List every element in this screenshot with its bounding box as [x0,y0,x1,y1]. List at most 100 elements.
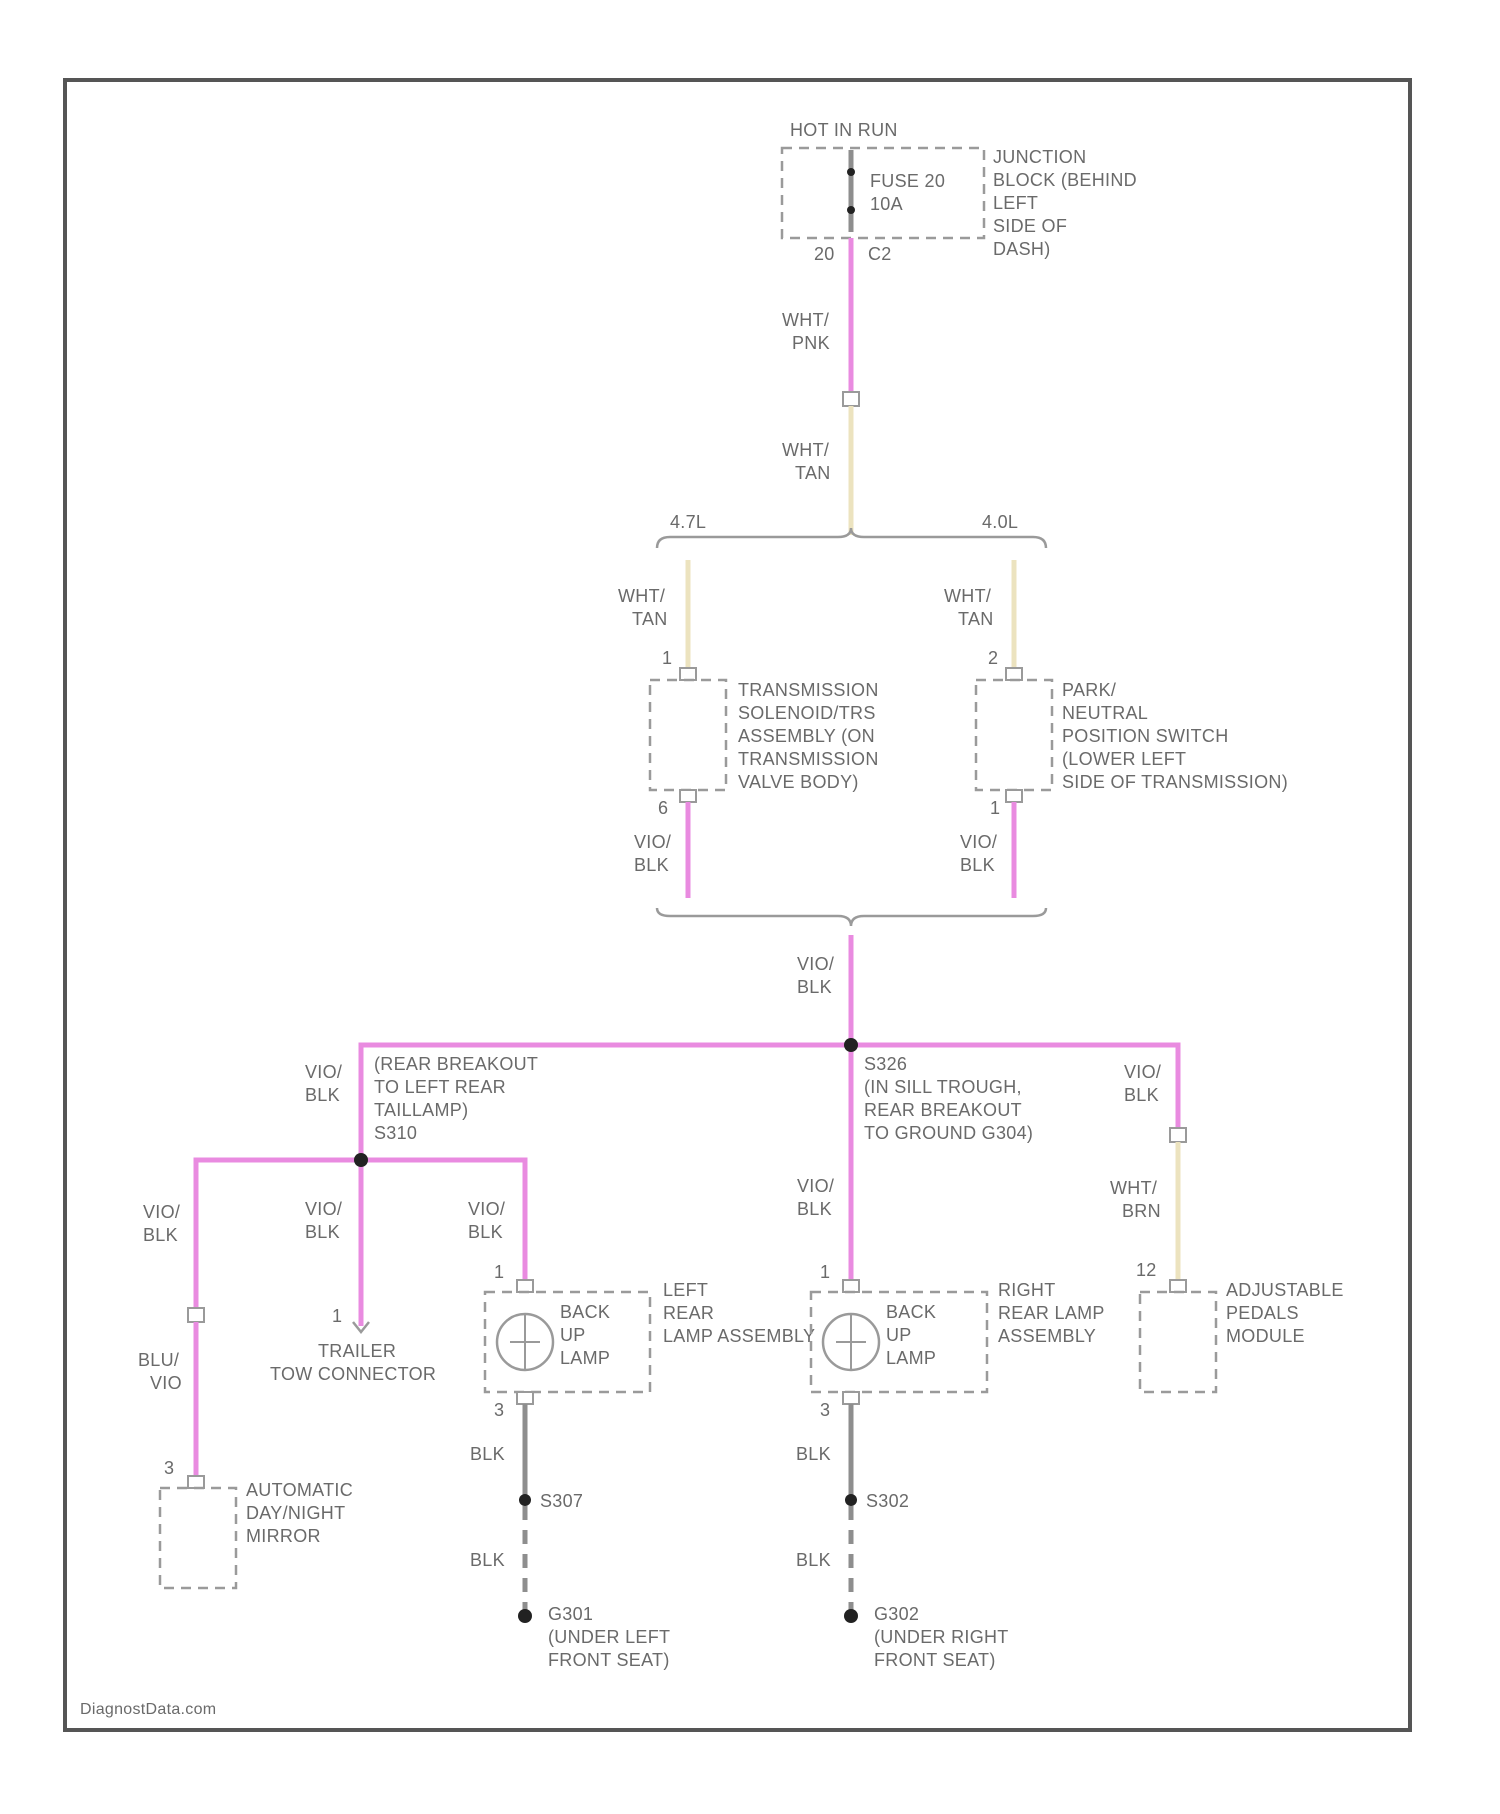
right-lamp-pin-top: 1 [820,1262,830,1282]
pedals-box [1140,1292,1216,1392]
wire-label-vio-blk-rb-1: VIO/ [1124,1062,1161,1082]
trans-solenoid-connector-top [680,668,696,680]
trailer-label-1: TRAILER [318,1341,396,1361]
park-neutral-label-2: NEUTRAL [1062,703,1148,723]
wire-label-vio-blk-right-1: VIO/ [960,832,997,852]
park-neutral-label-5: SIDE OF TRANSMISSION) [1062,772,1288,792]
splice-s326-label-2: (IN SILL TROUGH, [864,1077,1022,1097]
right-back-up-lamp-label-1: BACK [886,1302,936,1322]
park-neutral-label-1: PARK/ [1062,680,1116,700]
right-lamp-assembly-label-1: RIGHT [998,1280,1056,1300]
ground-g301-label-3: FRONT SEAT) [548,1650,670,1670]
left-rear-lamp-assembly: 1 3 BACK UP LAMP LEFT REAR LAMP ASSEMBLY [485,1262,815,1420]
left-back-up-lamp-label-2: UP [560,1325,586,1345]
wire-label-vio-blk-left-lamp-2: BLK [468,1222,503,1242]
mirror-box [160,1488,236,1588]
left-lamp-pin-bottom: 3 [494,1400,504,1420]
right-lamp-connector-top [843,1280,859,1292]
park-neutral-label-3: POSITION SWITCH [1062,726,1229,746]
wire-label-vio-blk-rb-2: BLK [1124,1085,1159,1105]
wire-label-wht-tan-left-2: TAN [632,609,668,629]
splice-s307-label: S307 [540,1491,583,1511]
fuse-terminal-bottom [847,206,855,214]
ground-g302-icon [844,1609,858,1623]
wire-label-wht-tan-right-2: TAN [958,609,994,629]
left-lamp-assembly-label-1: LEFT [663,1280,708,1300]
trans-solenoid-pin-bottom: 6 [658,798,668,818]
left-lamp-connector-bottom [517,1392,533,1404]
trans-solenoid-label-1: TRANSMISSION [738,680,879,700]
splice-left-breakout-label-3: TAILLAMP) [374,1100,468,1120]
splice-s310 [354,1153,368,1167]
wire-label-wht-brn-2: BRN [1122,1201,1161,1221]
left-back-up-lamp-label-3: LAMP [560,1348,610,1368]
junction-block-location-3: LEFT [993,193,1038,213]
left-lamp-pin-top: 1 [494,1262,504,1282]
park-neutral-connector-bottom [1006,790,1022,802]
trans-solenoid-box [650,680,726,790]
pedals-label-3: MODULE [1226,1326,1305,1346]
wire-label-blk-right-2: BLK [796,1550,831,1570]
junction-block-location-1: JUNCTION [993,147,1086,167]
ground-g302-label-1: G302 [874,1604,919,1624]
fuse-pin-a: 20 [814,244,835,264]
mirror-pin: 3 [164,1458,174,1478]
wire-label-vio-blk-lb-2: BLK [305,1085,340,1105]
mirror-label-2: DAY/NIGHT [246,1503,345,1523]
fuse-terminal-top [847,168,855,176]
wire-label-wht-tan-right-1: WHT/ [944,586,991,606]
left-lamp-filament-icon [510,1314,540,1370]
ground-g302-label-2: (UNDER RIGHT [874,1627,1009,1647]
trans-solenoid-label-2: SOLENOID/TRS [738,703,876,723]
park-neutral-pin-top: 2 [988,648,998,668]
right-back-up-lamp-label-2: UP [886,1325,912,1345]
park-neutral-label-4: (LOWER LEFT [1062,749,1186,769]
trans-solenoid-connector-bottom [680,790,696,802]
ground-g301-label-2: (UNDER LEFT [548,1627,670,1647]
wire-label-vio-blk-left-2: BLK [634,855,669,875]
wire-label-wht-tan-left-1: WHT/ [618,586,665,606]
adjustable-pedals-module: 12 ADJUSTABLE PEDALS MODULE [1136,1260,1344,1392]
wire-label-wht-tan-1: WHT/ [782,440,829,460]
ground-g302-label-3: FRONT SEAT) [874,1650,996,1670]
park-neutral-switch: 2 1 PARK/ NEUTRAL POSITION SWITCH (LOWER… [976,648,1288,818]
park-neutral-box [976,680,1052,790]
wire-label-vio-blk-left-lamp-1: VIO/ [468,1199,505,1219]
mirror-connector [188,1476,204,1488]
mirror-label-1: AUTOMATIC [246,1480,353,1500]
trailer-label-2: TOW CONNECTOR [270,1364,436,1384]
transmission-solenoid: 1 6 TRANSMISSION SOLENOID/TRS ASSEMBLY (… [650,648,879,818]
fuse-amp: 10A [870,194,903,214]
splice-s302-label: S302 [866,1491,909,1511]
fuse-pin-b: C2 [868,244,892,264]
fuse-hot-label: HOT IN RUN [790,120,898,140]
splice-s326-label-3: REAR BREAKOUT [864,1100,1022,1120]
trailer-pin: 1 [332,1306,342,1326]
pedals-connector [1170,1280,1186,1292]
fuse-name: FUSE 20 [870,171,945,191]
wire-label-vio-blk-trailer-2: BLK [305,1222,340,1242]
splice-s326-label-4: TO GROUND G304) [864,1123,1033,1143]
wire-label-vio-blk-left-1: VIO/ [634,832,671,852]
wire-label-wht-pnk-2: PNK [792,333,830,353]
splice-s326 [844,1038,858,1052]
wire-label-vio-blk-trunk-1: VIO/ [797,954,834,974]
wire-label-vio-blk-trailer-1: VIO/ [305,1199,342,1219]
right-lamp-assembly-label-3: ASSEMBLY [998,1326,1096,1346]
ground-g301-icon [518,1609,532,1623]
engine-option-right: 4.0L [982,512,1018,532]
wire-label-vio-blk-mirror-2: BLK [143,1225,178,1245]
right-lamp-connector-bottom [843,1392,859,1404]
wire-label-blk-left-1: BLK [470,1444,505,1464]
watermark: DiagnostData.com [80,1701,216,1718]
splice-s302 [845,1494,857,1506]
wire-label-wht-brn-1: WHT/ [1110,1178,1157,1198]
ground-g301-label-1: G301 [548,1604,593,1624]
wire-label-blu-vio-1: BLU/ [138,1350,179,1370]
output-brace [657,908,1046,926]
splice-left-breakout-label-1: (REAR BREAKOUT [374,1054,538,1074]
junction-block-location-2: BLOCK (BEHIND [993,170,1137,190]
wire-label-vio-blk-center-1: VIO/ [797,1176,834,1196]
pedals-pin: 12 [1136,1260,1157,1280]
wire-label-blk-right-1: BLK [796,1444,831,1464]
